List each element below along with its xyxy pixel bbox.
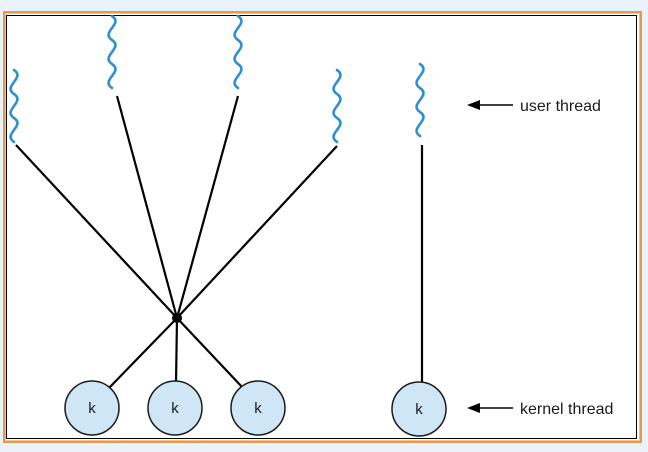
link-user2-hub [115, 95, 179, 319]
kernel-thread-annotation: kernel thread [467, 401, 613, 418]
link-user3-hub [175, 95, 240, 319]
link-user1-hub [15, 144, 178, 319]
user-thread-1 [9, 68, 19, 144]
link-hub-kernel3 [176, 317, 244, 389]
user-threads [9, 14, 425, 144]
hub-node [172, 313, 182, 323]
kernel-thread-2-label: k [171, 400, 179, 417]
kernel-thread-label: kernel thread [520, 401, 613, 418]
user-thread-3 [233, 14, 243, 90]
kernel-thread-3-label: k [254, 400, 262, 417]
user-thread-label: user thread [520, 98, 601, 115]
user-thread-4 [332, 68, 342, 144]
connection-lines [15, 95, 424, 389]
kernel-threads: k k k k [64, 380, 447, 437]
kernel-thread-1-label: k [88, 400, 96, 417]
kernel-thread-1: k [64, 380, 120, 436]
figure-border [6, 15, 637, 439]
user-thread-annotation: user thread [467, 98, 601, 115]
link-hub-kernel2 [174, 317, 179, 384]
link-hub-kernel1 [108, 317, 178, 389]
kernel-thread-4-label: k [415, 401, 423, 418]
kernel-thread-4: k [391, 381, 447, 437]
kernel-thread-arrowhead-icon [467, 403, 480, 413]
link-user4-hub [176, 145, 338, 319]
kernel-thread-2: k [147, 380, 203, 436]
user-thread-5 [415, 62, 425, 138]
kernel-thread-3: k [230, 380, 286, 436]
user-thread-2 [107, 14, 117, 90]
user-thread-arrowhead-icon [467, 100, 480, 110]
